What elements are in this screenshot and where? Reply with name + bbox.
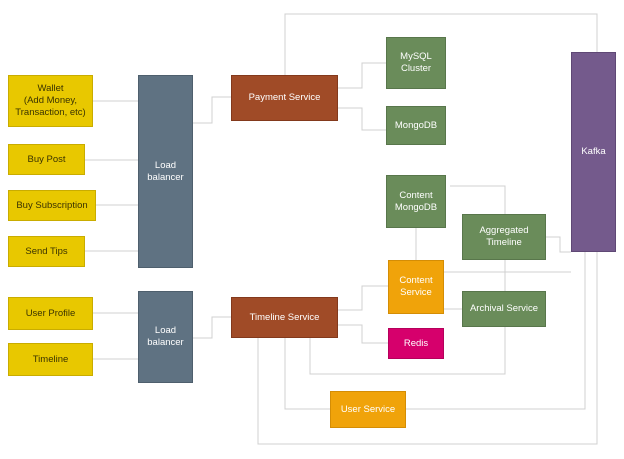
connector [284, 13, 598, 75]
load-balancer-bottom[interactable]: Load balancer [138, 291, 193, 383]
aggregated-timeline-service[interactable]: Aggregated Timeline [462, 214, 546, 260]
redis[interactable]: Redis [388, 328, 444, 359]
connector [406, 252, 586, 410]
connector [546, 236, 571, 253]
content-service[interactable]: Content Service [388, 260, 444, 314]
mysql-cluster[interactable]: MySQL Cluster [386, 37, 446, 89]
timeline-service[interactable]: Timeline Service [231, 297, 338, 338]
connector [257, 252, 598, 445]
connector [338, 107, 386, 131]
archival-service[interactable]: Archival Service [462, 291, 546, 327]
connector [193, 96, 231, 124]
connector [338, 62, 386, 89]
connector [193, 316, 231, 339]
connector [338, 285, 388, 311]
content-mongodb[interactable]: Content MongoDB [386, 175, 446, 228]
kafka[interactable]: Kafka [571, 52, 616, 252]
buy-post-client[interactable]: Buy Post [8, 144, 85, 175]
connector [338, 324, 388, 344]
payment-service[interactable]: Payment Service [231, 75, 338, 121]
connector [309, 327, 506, 375]
timeline-client[interactable]: Timeline [8, 343, 93, 376]
mongodb[interactable]: MongoDB [386, 106, 446, 145]
load-balancer-top[interactable]: Load balancer [138, 75, 193, 268]
connector [450, 185, 506, 214]
send-tips-client[interactable]: Send Tips [8, 236, 85, 267]
user-service[interactable]: User Service [330, 391, 406, 428]
user-profile-client[interactable]: User Profile [8, 297, 93, 330]
connector [284, 338, 330, 410]
buy-subscription-client[interactable]: Buy Subscription [8, 190, 96, 221]
wallet-client[interactable]: Wallet (Add Money, Transaction, etc) [8, 75, 93, 127]
